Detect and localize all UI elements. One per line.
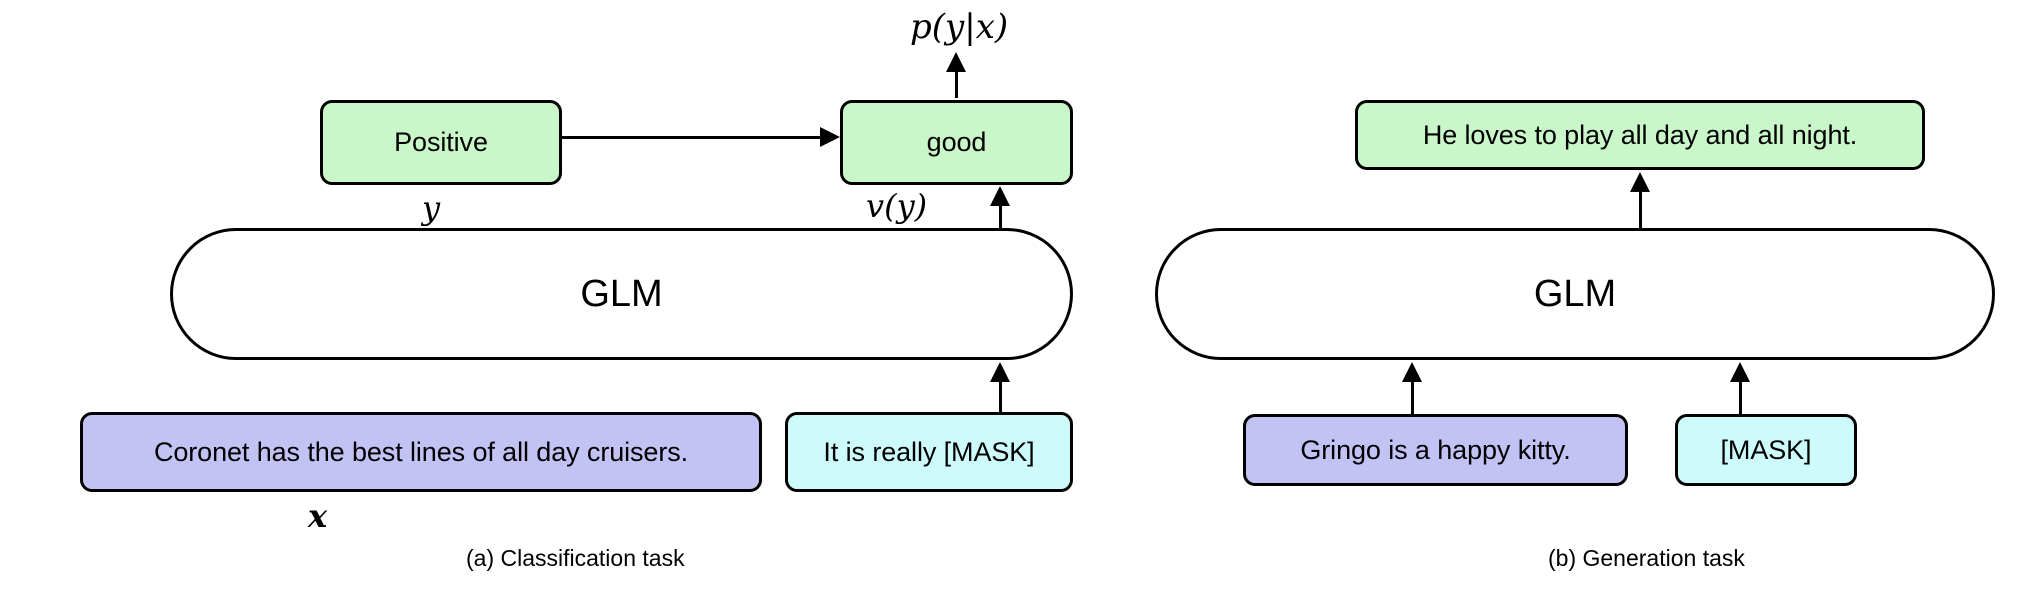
panel-classification-task: p(y|x) Positive y good v(y) GLM (80, 7, 1073, 571)
verbalizer-annotation-vy: v(y) (866, 187, 928, 225)
panel-generation-task: He loves to play all day and all night. … (1100, 0, 2036, 608)
class-label-box-positive[interactable]: Positive (320, 100, 562, 185)
input-annotation-x: x (308, 497, 328, 535)
input-box-source-sentence[interactable]: Coronet has the best lines of all day cr… (80, 412, 762, 492)
caption-classification-task: (a) Classification task (466, 545, 685, 571)
model-box-glm-generation[interactable]: GLM (1155, 228, 1995, 360)
input-box-context-sentence[interactable]: Gringo is a happy kitty. (1243, 414, 1628, 486)
model-box-glm-classification[interactable]: GLM (170, 228, 1073, 360)
prompt-box-cloze[interactable]: It is really [MASK] (785, 412, 1073, 492)
verbalizer-box-good[interactable]: good (840, 100, 1073, 185)
caption-generation-task: (b) Generation task (1548, 545, 1745, 571)
output-probability-label: p(y|x) (910, 7, 1009, 47)
class-label-annotation-y: y (422, 189, 441, 227)
mask-token-box[interactable]: [MASK] (1675, 414, 1857, 486)
output-box-generated-text[interactable]: He loves to play all day and all night. (1355, 100, 1925, 170)
